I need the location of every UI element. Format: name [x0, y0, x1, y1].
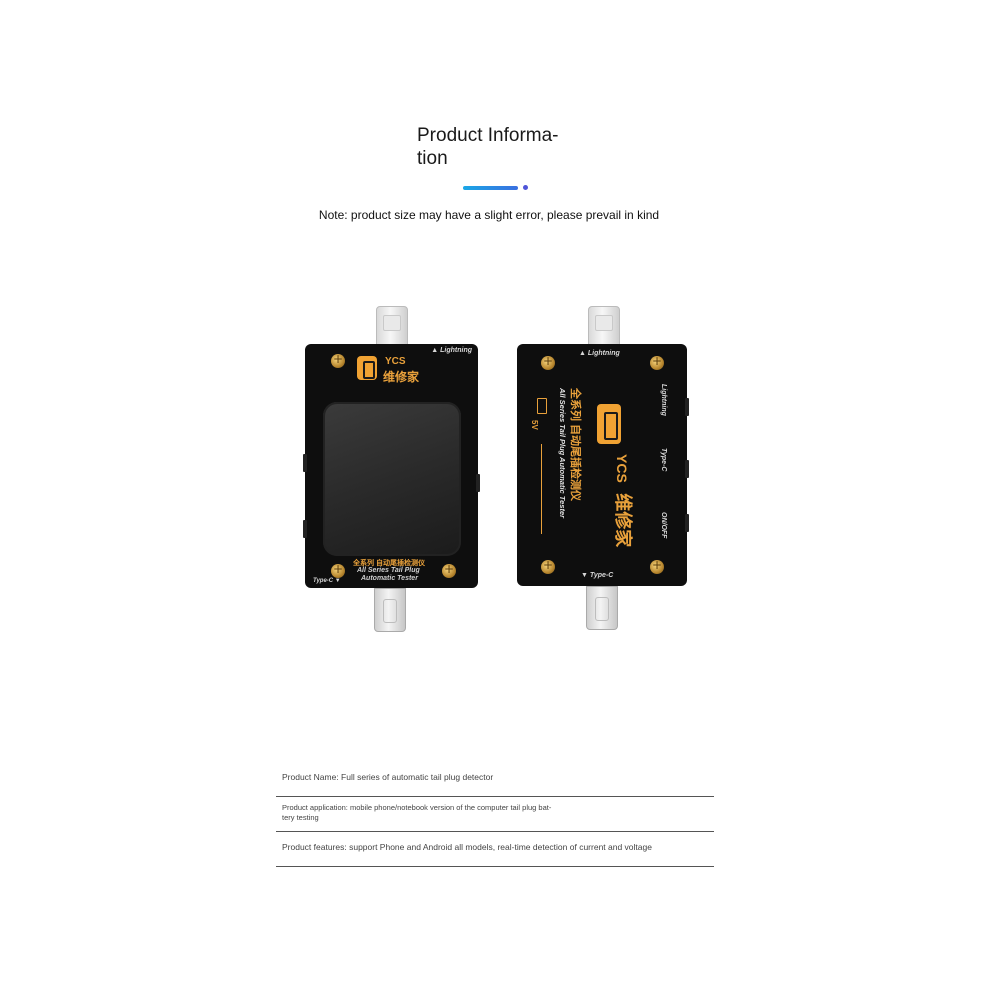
gold-divider: [541, 444, 542, 534]
device-back: ▲ Lightning ▼ Type-C YCS 维修家 全系列 自动尾插检测仪…: [517, 306, 689, 630]
brand-cn-label: 维修家: [613, 493, 633, 548]
size-note: Note: product size may have a slight err…: [318, 208, 660, 222]
ycs-logo-icon: [357, 356, 377, 380]
page-title: Product Informa- tion: [417, 125, 559, 169]
screw-icon: [650, 354, 664, 370]
product-name: Product Name: Full series of automatic t…: [282, 772, 494, 782]
screw-icon: [541, 558, 555, 574]
title-en: All Series Tail Plug Automatic Tester: [558, 388, 567, 519]
screw-icon: [331, 562, 345, 578]
battery-icon: [537, 398, 547, 414]
right-label-type-c: Type-C: [660, 448, 667, 472]
caption-cn: 全系列 自动尾插检测仪: [353, 560, 425, 567]
type-c-label: ▼ Type-C: [581, 572, 614, 579]
product-features: Product features: support Phone and Andr…: [282, 842, 652, 852]
screw-icon: [541, 354, 555, 370]
divider: [276, 831, 714, 832]
device-front-board: ▲ Lightning YCS 维修家 全系列 自动尾插检测仪 All Seri…: [303, 344, 480, 588]
brand-cn-label: 维修家: [383, 370, 420, 384]
lightning-connector: [588, 306, 620, 346]
brand-label: YCS: [614, 454, 630, 483]
title-accent-bar: [463, 186, 518, 190]
lightning-connector: [376, 306, 408, 346]
caption-en-2: Automatic Tester: [361, 575, 418, 582]
lightning-label: ▲ Lightning: [579, 350, 620, 357]
type-c-connector: [586, 586, 618, 630]
screw-icon: [331, 352, 345, 368]
ycs-logo-icon: [597, 404, 621, 444]
voltage-label: 5V: [530, 420, 539, 430]
right-label-lightning: Lightning: [660, 384, 667, 416]
right-label-on-off: ON/OFF: [660, 512, 667, 539]
product-application: Product application: mobile phone/notebo…: [282, 803, 552, 822]
lightning-label: ▲ Lightning: [431, 347, 472, 354]
divider: [276, 866, 714, 867]
display-screen: [323, 402, 461, 556]
brand-label: YCS: [385, 356, 406, 367]
screw-icon: [442, 562, 456, 578]
caption-en-1: All Series Tail Plug: [357, 567, 420, 574]
type-c-connector: [374, 588, 406, 632]
device-front: ▲ Lightning YCS 维修家 全系列 自动尾插检测仪 All Seri…: [303, 306, 480, 632]
title-accent-dot: [523, 185, 528, 190]
screw-icon: [650, 558, 664, 574]
device-back-board: ▲ Lightning ▼ Type-C YCS 维修家 全系列 自动尾插检测仪…: [517, 344, 689, 586]
type-c-label: Type-C ▼: [313, 578, 341, 584]
divider: [276, 796, 714, 797]
